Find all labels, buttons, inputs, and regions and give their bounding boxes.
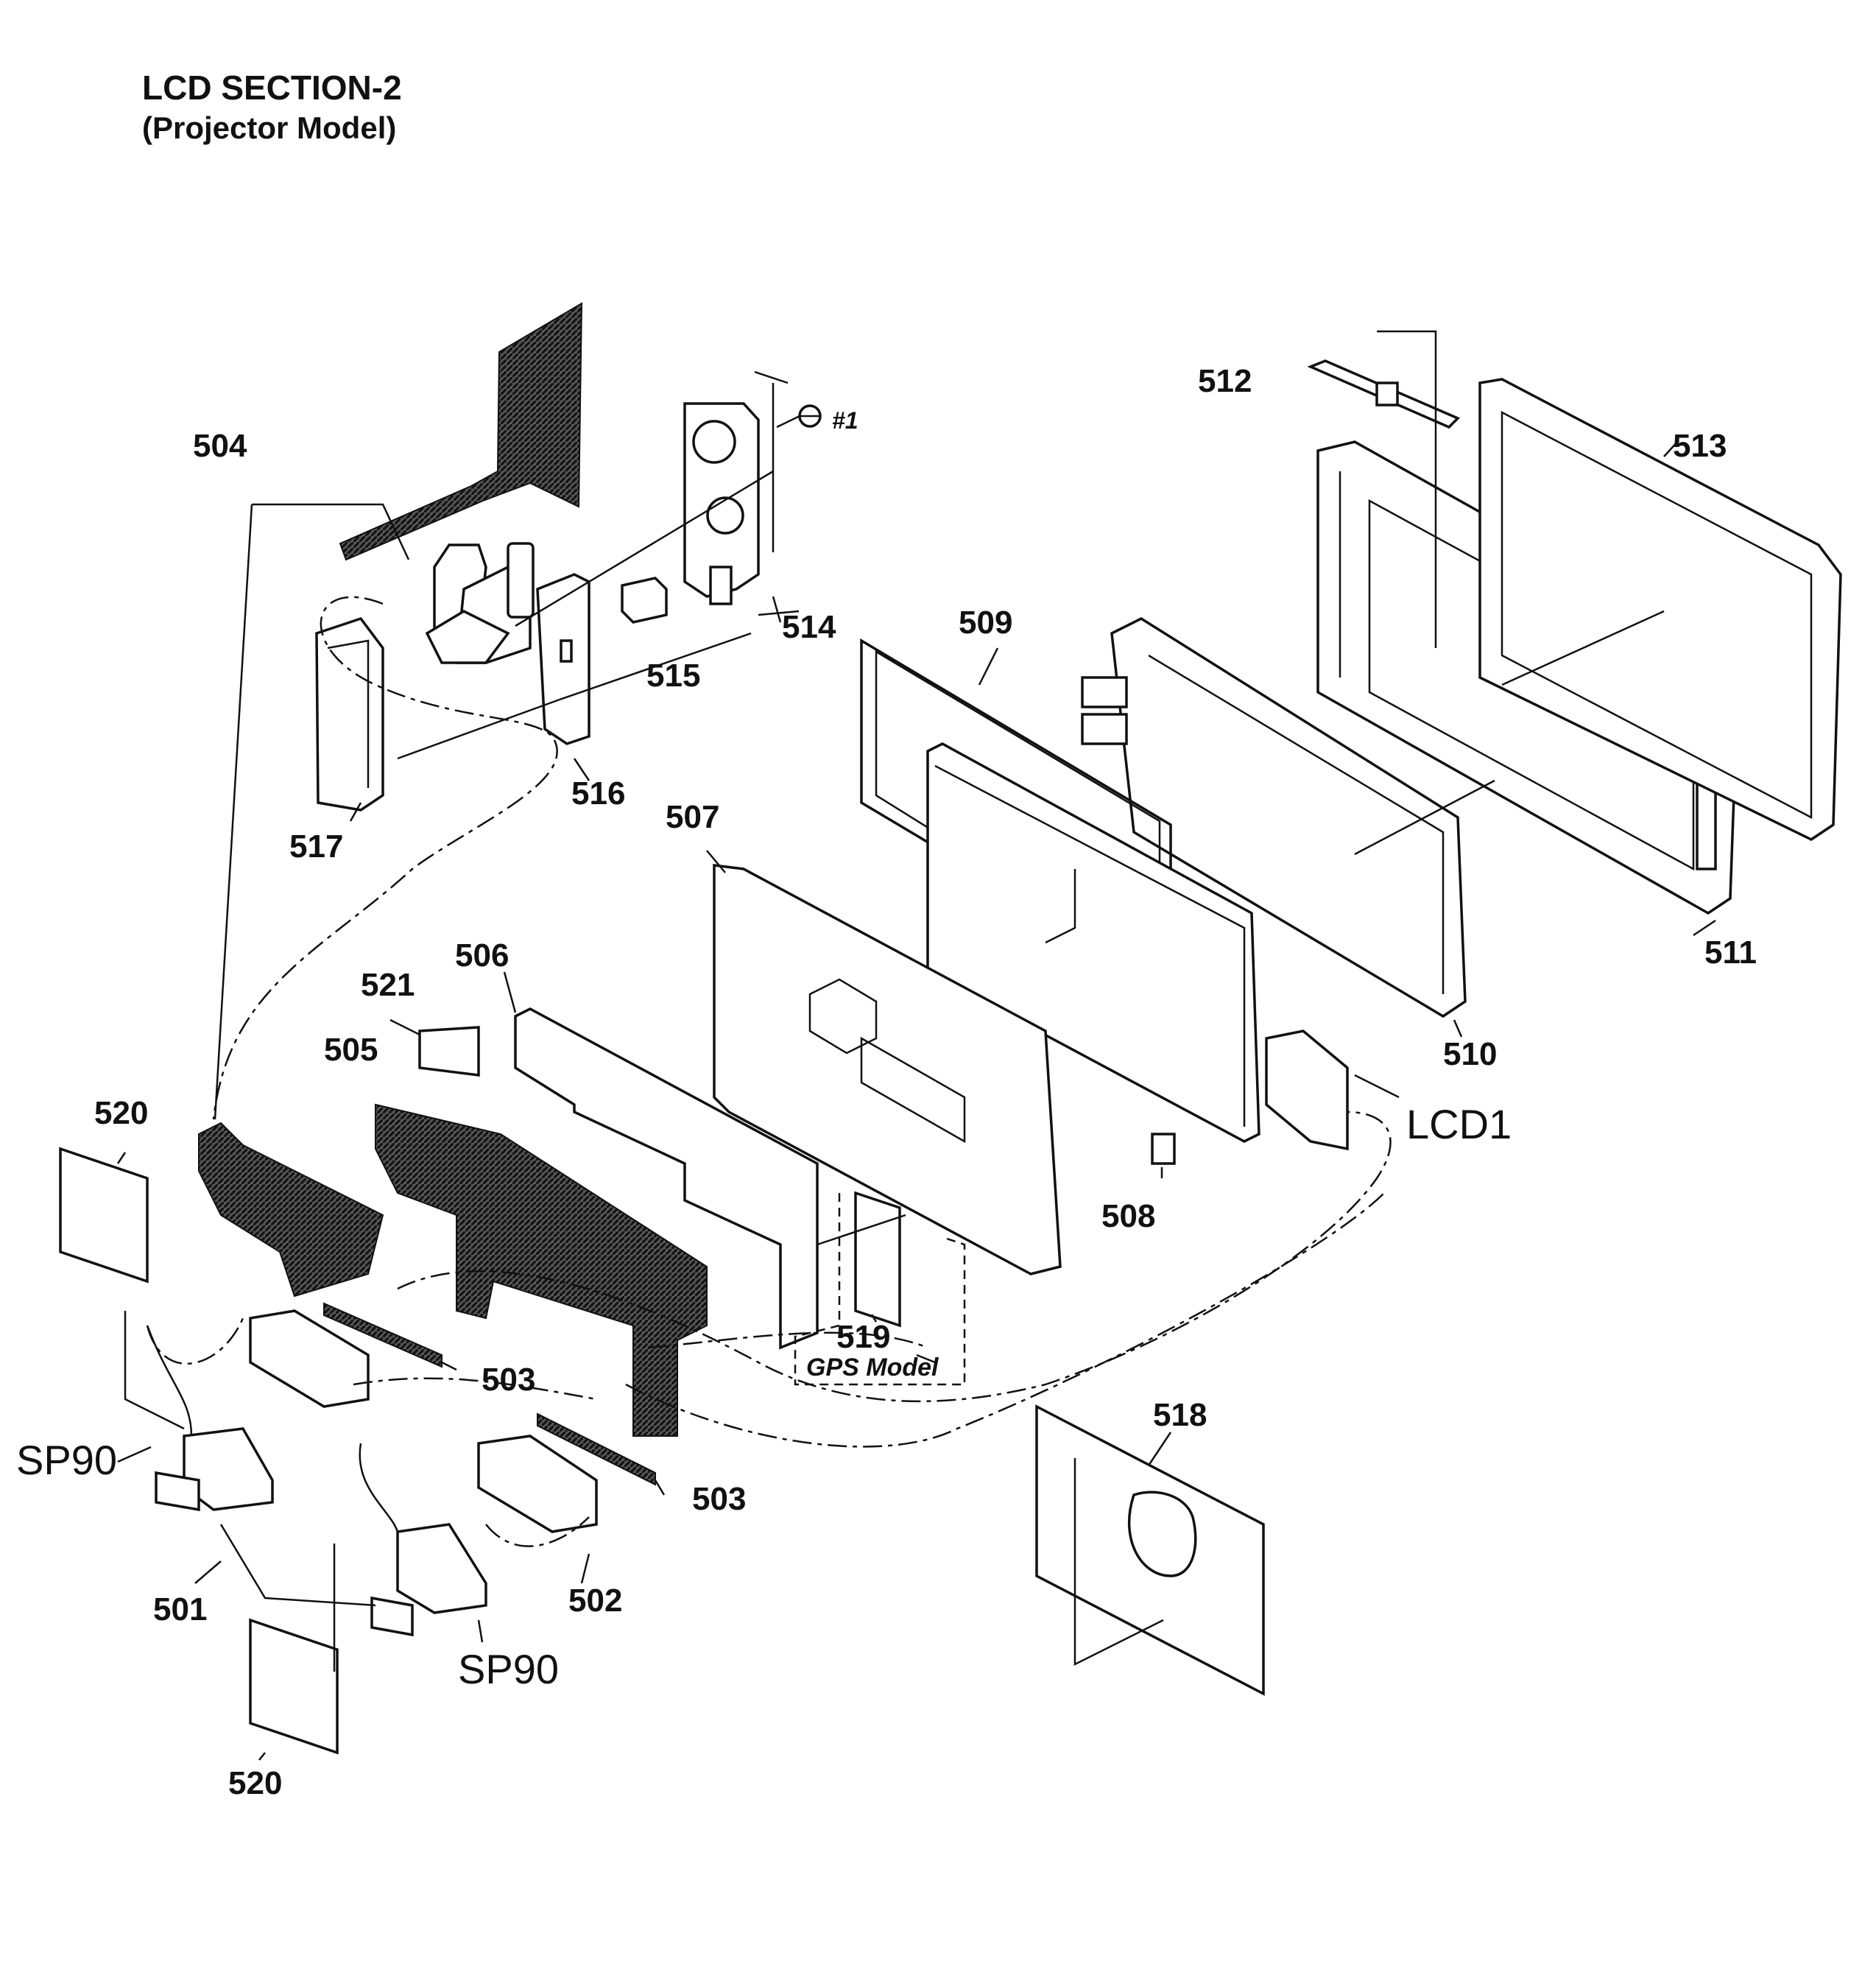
- label-509: 509: [959, 605, 1012, 641]
- gps-model-label: GPS Model: [806, 1354, 939, 1382]
- part-521: [418, 1026, 480, 1077]
- hinge-bracket-514: [683, 402, 760, 605]
- label-502: 502: [568, 1583, 622, 1619]
- speaker-sp90-right: [359, 1443, 487, 1614]
- part-508: [1151, 1133, 1176, 1165]
- cover-517: [315, 616, 384, 812]
- lcd-unit-510: [1081, 616, 1467, 1018]
- holder-502-b: [477, 1435, 598, 1533]
- label-520-top: 520: [94, 1095, 148, 1131]
- flex-cable-504: [339, 302, 583, 561]
- label-516: 516: [571, 775, 625, 812]
- hinge-assembly: [425, 542, 535, 664]
- part-512: [1307, 359, 1461, 429]
- ref-lcd1: LCD1: [1406, 1101, 1512, 1147]
- screw-icon: [776, 404, 822, 429]
- label-503-a: 503: [482, 1362, 535, 1398]
- label-515: 515: [646, 658, 700, 694]
- label-511: 511: [1704, 935, 1757, 971]
- bracket-507: [713, 864, 1062, 1275]
- sheet-520-bottom: [249, 1618, 339, 1755]
- lcd1-bracket: [1265, 1030, 1349, 1151]
- label-521: 521: [361, 967, 415, 1003]
- label-519: 519: [836, 1319, 890, 1355]
- diagram-subtitle: (Projector Model): [142, 110, 397, 145]
- panel-513: [1478, 378, 1842, 842]
- label-520-bottom: 520: [228, 1765, 282, 1801]
- strip-503-b: [537, 1412, 656, 1486]
- pad-501-a: [155, 1471, 200, 1512]
- board-506: [514, 1007, 819, 1350]
- holder-502-a: [249, 1309, 370, 1408]
- label-501: 501: [153, 1591, 207, 1627]
- gps-model-outline: [794, 1193, 966, 1386]
- screw-label: #1: [832, 407, 858, 434]
- label-506: 506: [455, 937, 509, 974]
- label-518: 518: [1153, 1397, 1207, 1433]
- label-507: 507: [666, 799, 719, 835]
- label-504: 504: [193, 428, 247, 464]
- sheet-518: [1035, 1404, 1265, 1696]
- label-leaders: [116, 370, 1716, 1761]
- bracket-516: [536, 573, 590, 745]
- diagram-title: LCD SECTION-2: [142, 68, 402, 107]
- leader-lines: [124, 330, 1665, 1672]
- ref-sp90-right: SP90: [458, 1646, 559, 1692]
- strip-503-a: [323, 1302, 442, 1368]
- flex-speaker-left: [198, 1122, 384, 1298]
- label-505: 505: [324, 1032, 378, 1068]
- label-510: 510: [1443, 1036, 1497, 1072]
- flex-505: [375, 1103, 708, 1437]
- label-512: 512: [1198, 363, 1252, 399]
- ref-sp90-left: SP90: [16, 1437, 117, 1483]
- label-508: 508: [1101, 1198, 1155, 1234]
- label-514: 514: [782, 609, 836, 645]
- label-517: 517: [289, 828, 343, 865]
- block-515: [621, 577, 668, 624]
- pad-501-b: [370, 1596, 414, 1637]
- dash-wire-routes: [146, 596, 1392, 1547]
- sheet-520-top: [59, 1147, 149, 1284]
- label-503-b: 503: [692, 1481, 746, 1517]
- label-513: 513: [1673, 428, 1727, 464]
- part-519: [854, 1191, 901, 1328]
